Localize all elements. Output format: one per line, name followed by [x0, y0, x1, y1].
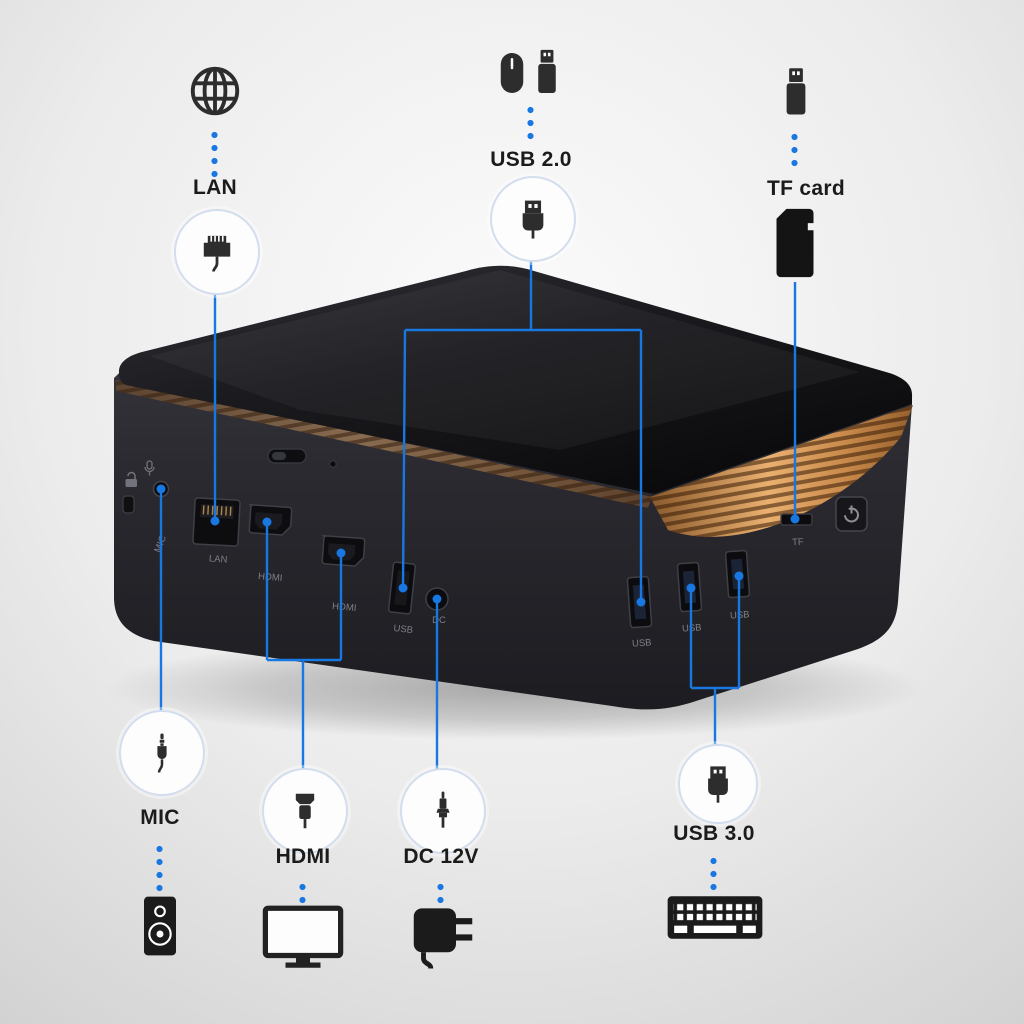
usb20-label: USB 2.0 — [490, 148, 572, 171]
mouse-icon — [497, 50, 527, 96]
port-label-dc: DC — [432, 615, 446, 626]
usb-drive-icon — [533, 46, 561, 98]
power-icon — [844, 505, 859, 523]
kensington-slot — [122, 495, 135, 514]
dc-label: DC 12V — [403, 845, 479, 868]
port-label-tf: TF — [792, 537, 804, 549]
monitor-icon — [261, 903, 345, 973]
dc-dotted-line — [437, 880, 444, 920]
usb30-circle — [678, 744, 758, 824]
top-gloss — [150, 270, 860, 450]
power-adapter-icon — [404, 903, 482, 969]
lan-label: LAN — [192, 176, 238, 199]
connector-dots — [156, 484, 800, 607]
hdmi-plug-icon — [295, 793, 315, 829]
slider-switch — [267, 448, 307, 464]
usb20-dotted-line — [527, 103, 534, 143]
port-label-hdmi1: HDMI — [258, 571, 283, 584]
audio-jack-icon — [157, 733, 167, 773]
reset-pinhole — [329, 460, 337, 468]
device-top-panel — [119, 265, 913, 494]
heatsink-front-strip — [116, 380, 652, 508]
usb20-circle — [490, 176, 576, 262]
globe-icon — [186, 62, 244, 120]
mic-label: MIC — [140, 806, 180, 829]
lan-circle — [174, 209, 260, 295]
usb30-lines — [689, 578, 741, 748]
dc-plug-icon — [436, 791, 450, 828]
microsd-card-icon — [766, 206, 824, 280]
hdmi-lines — [265, 524, 343, 772]
device-ports — [122, 448, 868, 629]
usb-drive-icon — [781, 64, 811, 120]
heatsink-fins — [650, 405, 913, 537]
hdmi-dotted-line — [299, 880, 306, 920]
tf-label: TF card — [767, 177, 845, 200]
lan-port — [192, 497, 241, 547]
port-label-lan: LAN — [209, 553, 228, 565]
speaker-icon — [133, 894, 187, 958]
power-button — [835, 496, 868, 532]
hdmi-circle — [262, 768, 348, 854]
port-label-usb-front: USB — [393, 623, 414, 636]
lan-dotted-line — [211, 128, 218, 178]
hdmi-label: HDMI — [275, 845, 331, 868]
usb30-dotted-line — [710, 854, 717, 894]
usb-plug-icon — [708, 766, 728, 803]
mic-dotted-line — [156, 842, 163, 892]
port-label-hdmi2: HDMI — [332, 601, 357, 614]
usb-plug-icon — [522, 200, 544, 239]
port-label-usb-r1: USB — [632, 637, 652, 649]
usb20-lines — [401, 258, 643, 600]
connector-lines — [159, 258, 797, 772]
ethernet-plug-icon — [203, 235, 231, 272]
tf-dotted-line — [791, 130, 798, 170]
mic-circle — [119, 710, 205, 796]
dc-circle — [400, 768, 486, 854]
keyboard-icon — [666, 893, 764, 942]
kensington-lock-icon — [125, 471, 137, 487]
mic-glyph-icon — [144, 460, 155, 476]
usb30-label: USB 3.0 — [673, 822, 755, 845]
